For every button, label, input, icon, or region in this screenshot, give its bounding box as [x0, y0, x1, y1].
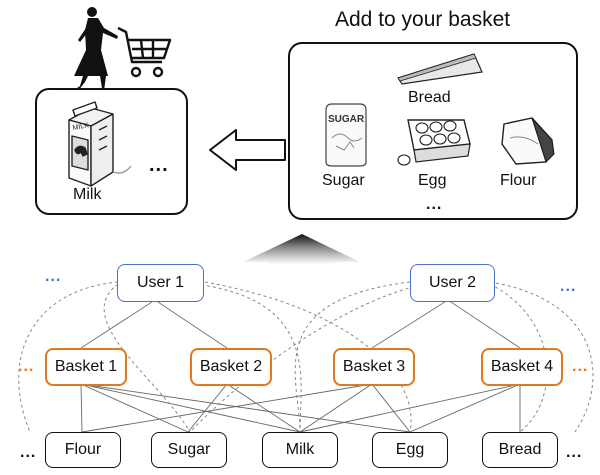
- item-flour-node: Flour: [45, 432, 121, 468]
- items-ellipsis-right: ...: [566, 444, 583, 461]
- page-title: Add to your basket: [335, 8, 511, 31]
- svg-text:MILK: MILK: [72, 122, 90, 132]
- left-arrow: [209, 129, 286, 171]
- item-bread-node: Bread: [482, 432, 558, 468]
- item-sugar-node: Sugar: [151, 432, 227, 468]
- baskets-ellipsis-left: ...: [18, 358, 35, 375]
- flour-bag-icon: [501, 117, 555, 165]
- basket-1-node: Basket 1: [45, 348, 127, 386]
- user-2-node: User 2: [410, 264, 495, 302]
- milk-label: Milk: [73, 186, 102, 203]
- users-ellipsis-left: ...: [45, 268, 62, 285]
- cart-ellipsis: ...: [149, 154, 169, 176]
- up-arrow: [243, 234, 360, 264]
- bread-label: Bread: [408, 89, 451, 106]
- milk-carton-icon: MILK: [68, 101, 132, 187]
- products-box: Bread SUGAR Sugar Egg Flour ...: [288, 42, 578, 220]
- sugar-label: Sugar: [322, 172, 365, 189]
- shopper-silhouette: [74, 7, 118, 91]
- basket-3-node: Basket 3: [333, 348, 415, 386]
- svg-text:SUGAR: SUGAR: [328, 114, 365, 125]
- item-milk-node: Milk: [262, 432, 338, 468]
- cart-icon: [117, 26, 172, 78]
- basket-4-node: Basket 4: [481, 348, 563, 386]
- cart-box: MILK Milk ...: [35, 88, 188, 215]
- users-ellipsis-right: ...: [560, 278, 577, 295]
- baskets-ellipsis-right: ...: [572, 358, 589, 375]
- egg-carton-icon: [397, 119, 471, 166]
- basket-2-node: Basket 2: [190, 348, 272, 386]
- user-basket-edges: [80, 299, 521, 349]
- bread-icon: [397, 53, 483, 85]
- user-1-node: User 1: [117, 264, 204, 302]
- products-ellipsis: ...: [426, 196, 443, 213]
- items-ellipsis-left: ...: [20, 444, 37, 461]
- item-egg-node: Egg: [372, 432, 448, 468]
- flour-label: Flour: [500, 172, 537, 189]
- sugar-icon: SUGAR: [325, 103, 367, 167]
- egg-label: Egg: [418, 172, 447, 189]
